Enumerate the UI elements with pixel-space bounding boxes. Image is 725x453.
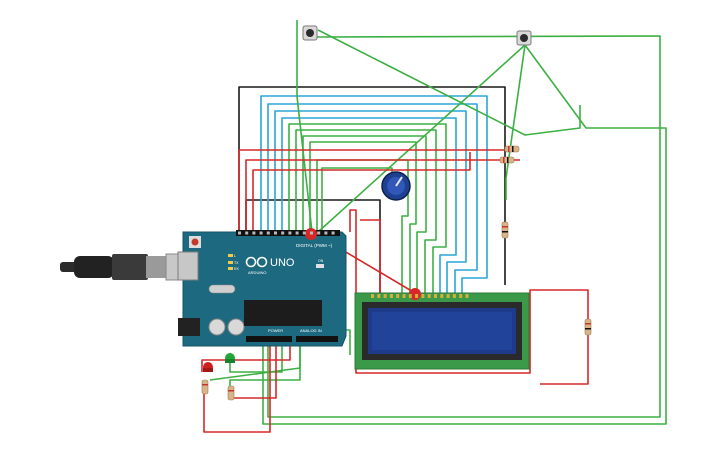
reset-button[interactable]	[189, 236, 201, 248]
lcd-pin[interactable]	[427, 294, 431, 298]
header-pin[interactable]	[324, 231, 328, 235]
lcd-pin[interactable]	[459, 294, 463, 298]
power-label: POWER	[268, 328, 283, 333]
on-label: ON	[318, 259, 324, 263]
usb-cable[interactable]	[60, 253, 197, 281]
header-pin[interactable]	[310, 231, 313, 235]
lcd-pin[interactable]	[396, 294, 400, 298]
lcd-16x2[interactable]	[354, 292, 530, 370]
resistor-3[interactable]	[501, 221, 509, 239]
power-header	[246, 336, 292, 342]
lcd-display-area	[372, 312, 512, 350]
lcd-pin[interactable]	[383, 294, 387, 298]
lcd-pin[interactable]	[408, 294, 412, 298]
digital-pin-row	[238, 231, 335, 235]
lcd-pin[interactable]	[446, 294, 450, 298]
lcd-pin[interactable]	[415, 294, 419, 298]
capacitor	[208, 318, 226, 336]
board-logo-text: UNO	[270, 257, 295, 269]
resistor-1[interactable]	[504, 145, 520, 153]
status-led	[228, 267, 233, 270]
header-pin[interactable]	[281, 231, 285, 235]
header-pin[interactable]	[317, 231, 321, 235]
arduino-logo	[245, 256, 268, 268]
arduino-uno-board[interactable]: UNO ARDUINO DIGITAL (PWM ~) POWER ANALOG…	[177, 230, 347, 347]
lcd-pin-row	[371, 294, 469, 298]
pushbutton-1[interactable]	[302, 25, 318, 41]
red-wire	[201, 149, 589, 433]
power-jack	[178, 318, 200, 336]
led-tx-label: TX	[234, 261, 239, 265]
resistor-2[interactable]	[499, 156, 515, 164]
digital-header	[236, 230, 340, 236]
wires	[201, 20, 667, 433]
header-pin[interactable]	[238, 231, 241, 235]
header-pin[interactable]	[302, 231, 306, 235]
digital-header-label: DIGITAL (PWM ~)	[296, 243, 333, 248]
lcd-pin[interactable]	[440, 294, 444, 298]
lcd-pin[interactable]	[465, 294, 469, 298]
resistor-4[interactable]	[584, 318, 592, 336]
crystal-oscillator	[208, 284, 236, 294]
header-pin[interactable]	[295, 231, 299, 235]
resistor-6[interactable]	[227, 385, 235, 401]
led-green[interactable]	[225, 353, 235, 363]
usb-port	[177, 251, 199, 281]
lcd-pin[interactable]	[452, 294, 456, 298]
header-pin[interactable]	[252, 231, 256, 235]
analog-header	[296, 336, 338, 342]
capacitor	[227, 318, 245, 336]
header-pin[interactable]	[274, 231, 277, 235]
blue-wire	[260, 95, 488, 293]
pushbutton-2[interactable]	[516, 30, 532, 46]
led-rx-label: RX	[234, 267, 240, 271]
lcd-pin[interactable]	[389, 294, 393, 298]
lcd-pin[interactable]	[402, 294, 406, 298]
status-led	[228, 261, 233, 264]
header-pin[interactable]	[331, 231, 335, 235]
header-pin[interactable]	[259, 231, 263, 235]
lcd-pin[interactable]	[434, 294, 437, 298]
led-l-label: L	[234, 254, 236, 258]
header-pin[interactable]	[288, 231, 292, 235]
led-red[interactable]	[203, 362, 213, 372]
resistor-5[interactable]	[201, 379, 209, 395]
header-pin[interactable]	[266, 231, 270, 235]
lcd-pin[interactable]	[421, 294, 425, 298]
lcd-pin[interactable]	[371, 294, 374, 298]
green-wire	[209, 20, 667, 425]
analog-label: ANALOG IN	[300, 328, 322, 333]
status-led	[228, 254, 233, 257]
potentiometer[interactable]	[381, 171, 411, 201]
board-brand-text: ARDUINO	[248, 270, 266, 275]
atmega-chip	[244, 300, 322, 326]
header-pin[interactable]	[245, 231, 249, 235]
on-led	[316, 264, 324, 268]
lcd-pin[interactable]	[377, 294, 381, 298]
